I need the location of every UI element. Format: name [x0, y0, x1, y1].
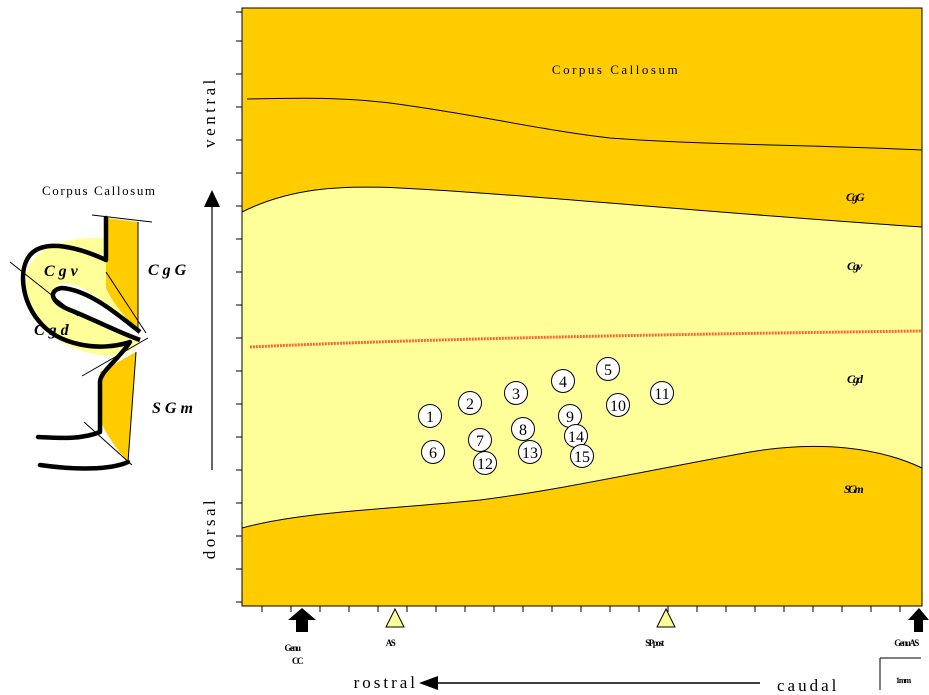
- corpus-callosum-label: Corpus Callosum: [552, 62, 680, 77]
- horizontal-axis: rostral caudal: [354, 673, 839, 695]
- scale-bar-label: 1mm: [896, 676, 912, 685]
- svg-text:13: 13: [522, 445, 538, 462]
- dorsal-label: dorsal: [200, 497, 219, 560]
- as-triangle-icon: [385, 607, 405, 628]
- site-15: 15: [570, 444, 594, 468]
- svg-text:8: 8: [519, 422, 527, 439]
- arrow-left-icon: [419, 676, 438, 690]
- svg-text:11: 11: [654, 386, 669, 403]
- caudal-label: caudal: [777, 676, 839, 695]
- light-zone: [242, 187, 922, 529]
- scale-bar: 1mm: [879, 657, 921, 690]
- ventral-label: ventral: [200, 76, 219, 148]
- site-9: 9: [558, 404, 582, 428]
- svg-text:2: 2: [466, 396, 474, 413]
- cgv-cgd-boundary: [249, 329, 923, 349]
- vertical-axis: ventral dorsal: [200, 76, 220, 559]
- site-11: 11: [650, 381, 674, 405]
- panel-border: [241, 7, 923, 607]
- cingulate-schematic: Corpus Callosum Cgv CgG Cgd SGm: [9, 183, 197, 471]
- genu-arrow-icon: [288, 608, 316, 632]
- svg-text:6: 6: [429, 445, 437, 462]
- svg-text:10: 10: [610, 398, 626, 415]
- schematic-inner-fold: [50, 285, 142, 343]
- svg-text:4: 4: [559, 374, 567, 391]
- arrow-up-icon: [204, 190, 220, 207]
- schematic-right-edge: [127, 222, 139, 463]
- schematic-dividers: [9, 214, 153, 466]
- site-4: 4: [551, 369, 575, 393]
- genu-marker: Genu CC: [284, 608, 316, 666]
- cc-cgg-boundary: [246, 97, 923, 151]
- region-label-sgm: SGm: [844, 482, 863, 496]
- site-14: 14: [564, 424, 588, 448]
- genuas-label: GenuAS: [894, 638, 919, 648]
- cgg-cgv-boundary: [241, 186, 923, 228]
- genu-cc-label: CC: [292, 656, 303, 666]
- site-7: 7: [468, 428, 492, 452]
- svg-text:1: 1: [426, 409, 434, 426]
- schematic-cgg-region: [106, 218, 138, 330]
- cgd-sgm-boundary: [241, 445, 923, 529]
- rostral-label: rostral: [354, 673, 418, 692]
- svg-text:5: 5: [604, 362, 612, 379]
- site-12: 12: [473, 451, 497, 475]
- x-axis-ticks: [261, 606, 901, 612]
- site-5: 5: [596, 357, 620, 381]
- schematic-outline: [20, 215, 133, 441]
- site-13: 13: [518, 440, 542, 464]
- site-2: 2: [458, 391, 482, 415]
- sppost-label: SPpost: [645, 638, 664, 648]
- as-marker: AS: [385, 607, 405, 648]
- svg-text:15: 15: [574, 449, 590, 466]
- site-1: 1: [418, 404, 442, 428]
- svg-text:14: 14: [568, 429, 584, 446]
- genuas-arrow-icon: [908, 608, 929, 632]
- region-label-cgg: CgG: [846, 190, 865, 204]
- as-label: AS: [386, 638, 396, 648]
- svg-text:9: 9: [566, 409, 574, 426]
- svg-text:7: 7: [476, 433, 484, 450]
- site-8: 8: [511, 417, 535, 441]
- schematic-label-cgd: Cgd: [34, 322, 73, 339]
- svg-text:12: 12: [477, 456, 493, 473]
- y-axis-ticks: [236, 11, 242, 603]
- svg-text:3: 3: [512, 386, 520, 403]
- main-panel: Corpus Callosum CgG Cgv Cgd SGm 1 2 3 4 …: [236, 7, 929, 690]
- schematic-sgm-region: [100, 352, 136, 462]
- genuas-marker: GenuAS: [894, 608, 929, 648]
- schematic-title: Corpus Callosum: [42, 183, 157, 198]
- sppost-triangle-icon: [656, 607, 676, 628]
- schematic-label-cgg: CgG: [148, 262, 190, 279]
- site-3: 3: [504, 381, 528, 405]
- genu-label: Genu: [284, 643, 301, 653]
- recording-sites: 1 2 3 4 5 6 7 8 9 10 11 12 13 14 15: [418, 357, 674, 475]
- site-6: 6: [421, 440, 445, 464]
- sppost-marker: SPpost: [645, 607, 676, 648]
- schematic-lower-outline: [37, 459, 131, 471]
- schematic-label-cgv: Cgv: [44, 263, 82, 280]
- site-10: 10: [606, 393, 630, 417]
- schematic-label-sgm: SGm: [152, 400, 197, 417]
